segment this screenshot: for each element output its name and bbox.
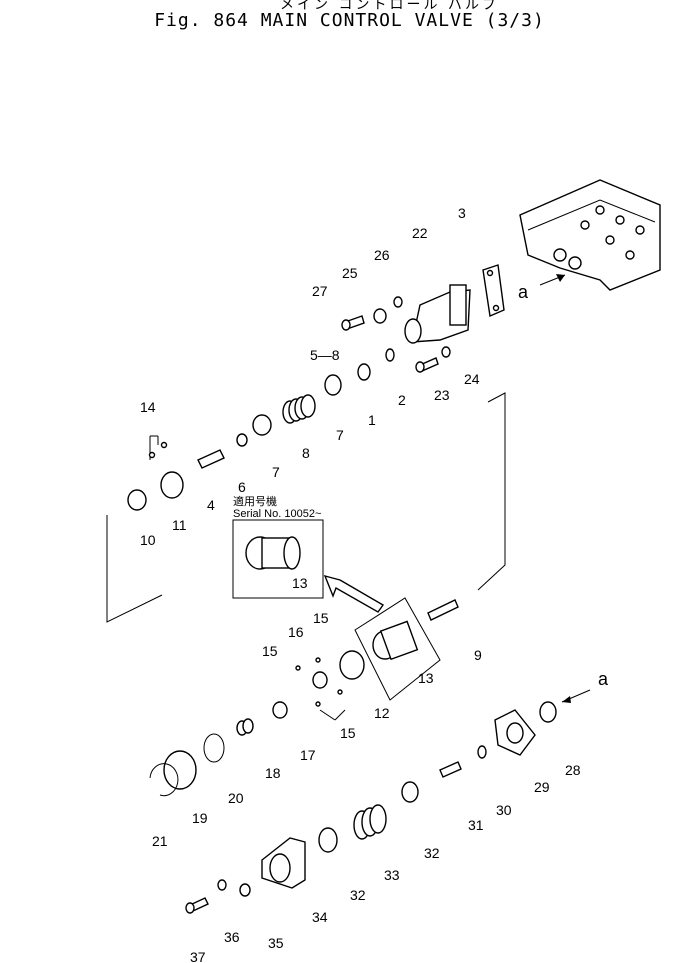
callout-11: 11	[172, 517, 187, 533]
callout-9: 9	[474, 647, 482, 663]
part-31-plug	[439, 761, 462, 778]
callout-19: 19	[192, 810, 208, 826]
callout-15-top: 15	[313, 610, 329, 626]
part-32-seat-upper	[401, 781, 419, 803]
part-12-seat	[339, 650, 365, 680]
callout-15-bottom: 15	[340, 725, 356, 741]
valve-body	[519, 179, 661, 291]
callout-12: 12	[374, 705, 390, 721]
part-35-plug	[239, 883, 251, 897]
callout-15-left: 15	[262, 643, 278, 659]
part-1-plug	[357, 363, 371, 381]
callout-8: 8	[302, 445, 310, 461]
callout-35: 35	[268, 935, 284, 951]
callout-34: 34	[312, 909, 328, 925]
callout-20: 20	[228, 790, 244, 806]
part-32-seat-lower	[318, 827, 338, 853]
callout-26: 26	[374, 247, 390, 263]
callout-3: 3	[458, 205, 466, 221]
part-3-gasket	[482, 264, 505, 317]
part-24-washer	[441, 346, 451, 358]
figure-title: Fig. 864 MAIN CONTROL VALVE (3/3)	[154, 10, 545, 31]
part-11-cap	[160, 471, 184, 499]
part-7-seat-lower	[252, 414, 272, 436]
callout-22: 22	[412, 225, 428, 241]
part-2-oring	[385, 348, 395, 362]
part-25-plug	[373, 308, 387, 324]
callout-23: 23	[434, 387, 450, 403]
callout-32-lower: 32	[350, 887, 366, 903]
callout-36: 36	[224, 929, 240, 945]
callout-21: 21	[152, 833, 168, 849]
part-10-ring	[127, 489, 147, 511]
callout-33: 33	[384, 867, 400, 883]
part-19-cap	[163, 750, 197, 790]
callout-18: 18	[265, 765, 281, 781]
callout-6: 6	[238, 479, 246, 495]
callout-30: 30	[496, 802, 512, 818]
callout-7-lower: 7	[272, 464, 280, 480]
part-17-plug	[272, 701, 288, 719]
callout-5-8: 5—8	[310, 347, 340, 363]
callout-14: 14	[140, 399, 156, 415]
serial-jp-label: 適用号機	[233, 494, 277, 508]
part-6-washer	[236, 433, 248, 447]
callout-32-upper: 32	[424, 845, 440, 861]
ref-arrow-a-top	[539, 274, 566, 286]
part-33-spring	[353, 804, 387, 840]
part-22-cover	[404, 284, 471, 344]
part-18-spring	[236, 718, 254, 736]
part-36-washer	[217, 879, 227, 891]
callout-10: 10	[140, 532, 156, 548]
callout-2: 2	[398, 392, 406, 408]
callout-25: 25	[342, 265, 358, 281]
callout-24: 24	[464, 371, 480, 387]
callout-7-upper: 7	[336, 427, 344, 443]
part-21-snap-ring	[149, 763, 179, 797]
part-16-poppet	[312, 671, 328, 689]
part-20-oring	[203, 733, 225, 763]
callout-13-detail: 13	[292, 575, 308, 591]
callout-4: 4	[207, 497, 215, 513]
part-28-ring	[539, 701, 557, 723]
callout-37: 37	[190, 949, 206, 963]
part-4-spool	[197, 449, 225, 469]
ref-label-a-bottom: a	[598, 669, 609, 689]
part-30-oring	[477, 745, 487, 759]
callout-27: 27	[312, 283, 328, 299]
callout-28: 28	[565, 762, 581, 778]
serial-number-label: Serial No. 10052~	[233, 508, 321, 520]
callout-31: 31	[468, 817, 484, 833]
callout-29: 29	[534, 779, 550, 795]
part-7-seat-upper	[324, 374, 342, 396]
part-26-oring	[393, 296, 403, 308]
ref-label-a-top: a	[518, 282, 529, 302]
callout-13: 13	[418, 670, 434, 686]
part-8-spring	[282, 394, 316, 424]
part-9-bolt	[427, 599, 459, 621]
callout-16: 16	[288, 624, 304, 640]
view-arrow	[323, 574, 385, 613]
callout-17: 17	[300, 747, 316, 763]
japanese-title: メイン コントロール バルブ	[280, 0, 499, 13]
part-14-pin	[148, 435, 168, 460]
callout-1: 1	[368, 412, 376, 428]
